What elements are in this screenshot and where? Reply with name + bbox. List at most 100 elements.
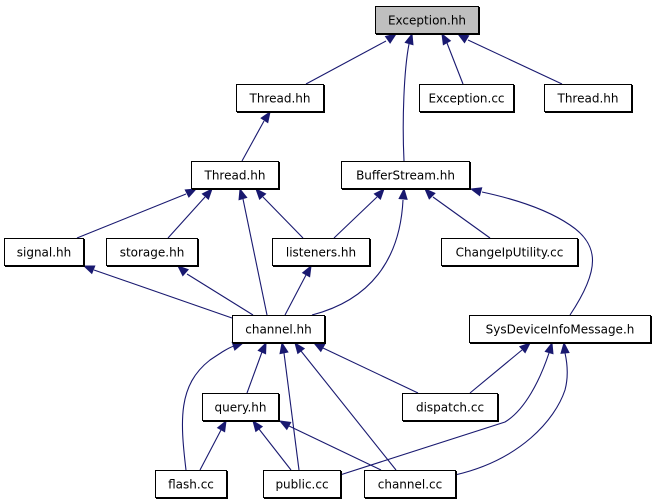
arrowhead-icon xyxy=(373,187,385,201)
arrowhead-icon xyxy=(456,33,470,44)
arrowhead-icon xyxy=(294,341,306,355)
arrowhead-icon xyxy=(176,265,189,277)
edge-dispatch-cc-to-channel-hh xyxy=(312,342,419,394)
node-box[interactable] xyxy=(419,84,514,112)
edge-storage-hh-to-thread-hh-c xyxy=(167,187,213,239)
node-query-hh[interactable]: query.hh xyxy=(202,393,280,422)
node-label: listeners.hh xyxy=(286,246,356,260)
node-box[interactable] xyxy=(202,393,279,421)
node-channel-hh[interactable]: channel.hh xyxy=(232,315,326,344)
node-thread-hh-c[interactable]: Thread.hh xyxy=(191,161,280,190)
arrowhead-icon xyxy=(469,187,483,197)
edge-channel-cc-to-query-hh xyxy=(278,420,382,471)
node-box[interactable] xyxy=(191,161,279,189)
node-label: signal.hh xyxy=(17,246,72,260)
node-signal-hh[interactable]: signal.hh xyxy=(4,238,85,267)
arrowhead-icon xyxy=(312,342,326,353)
edge-line xyxy=(284,274,307,316)
node-public-cc[interactable]: public.cc xyxy=(263,470,342,499)
node-thread-hh-b[interactable]: Thread.hh xyxy=(544,84,633,113)
arrowhead-icon xyxy=(201,187,213,201)
arrowhead-icon xyxy=(82,265,96,275)
edge-line xyxy=(199,429,222,471)
node-box[interactable] xyxy=(272,238,370,266)
node-box[interactable] xyxy=(364,470,456,498)
edge-line xyxy=(262,196,304,239)
edge-exception-cc-to-exception-hh xyxy=(441,32,464,85)
edge-line xyxy=(283,352,300,471)
arrowhead-icon xyxy=(424,188,436,200)
edge-line xyxy=(469,349,523,394)
node-box[interactable] xyxy=(106,238,198,266)
node-label: flash.cc xyxy=(168,478,214,492)
node-label: public.cc xyxy=(275,478,328,492)
node-flash-cc[interactable]: flash.cc xyxy=(155,470,228,499)
node-label: Exception.cc xyxy=(428,92,504,106)
node-label: Thread.hh xyxy=(557,92,619,106)
edge-thread-hh-b-to-exception-hh xyxy=(456,33,563,85)
node-changeiputility-cc[interactable]: ChangeIpUtility.cc xyxy=(441,238,579,267)
arrowhead-icon xyxy=(404,32,414,46)
edge-listeners-hh-to-thread-hh-c xyxy=(255,187,304,239)
node-channel-cc[interactable]: channel.cc xyxy=(364,470,457,499)
arrowhead-icon xyxy=(257,341,267,355)
arrowhead-icon xyxy=(279,341,289,355)
edge-line xyxy=(481,191,593,316)
edge-thread-hh-a-to-exception-hh xyxy=(305,33,398,85)
node-sysdeviceinfomessage-h[interactable]: SysDeviceInfoMessage.h xyxy=(469,315,652,344)
edge-channel-hh-to-signal-hh xyxy=(82,265,233,319)
node-label: Thread.hh xyxy=(249,92,311,106)
edge-public-cc-to-channel-hh xyxy=(279,341,300,471)
arrowhead-icon xyxy=(278,420,292,431)
edge-line xyxy=(93,269,233,319)
edge-line xyxy=(76,193,187,239)
node-label: channel.hh xyxy=(245,323,312,337)
edge-line xyxy=(167,196,206,239)
edge-channel-cc-to-channel-hh xyxy=(294,341,397,471)
arrowhead-icon xyxy=(184,188,198,198)
edge-dispatch-cc-to-sysdeviceinfomessage-h xyxy=(469,342,532,394)
edge-line xyxy=(432,196,491,239)
edge-line xyxy=(288,425,382,471)
node-box[interactable] xyxy=(232,315,325,343)
arrowhead-icon xyxy=(260,110,271,124)
edge-channel-hh-to-bufferstream-hh xyxy=(311,187,408,316)
node-box[interactable] xyxy=(236,84,324,112)
edge-line xyxy=(454,352,568,476)
edge-line xyxy=(242,198,268,316)
edge-line xyxy=(241,120,265,162)
edge-line xyxy=(181,345,235,471)
node-storage-hh[interactable]: storage.hh xyxy=(106,238,199,267)
node-box[interactable] xyxy=(263,470,341,498)
node-label: channel.cc xyxy=(378,478,443,492)
arrowhead-icon xyxy=(544,341,554,355)
node-box[interactable] xyxy=(341,161,470,189)
node-exception-cc[interactable]: Exception.cc xyxy=(419,84,515,113)
edges-layer xyxy=(76,32,593,476)
edge-line xyxy=(258,428,292,471)
node-box[interactable] xyxy=(375,6,479,34)
edge-bufferstream-hh-to-exception-hh xyxy=(402,32,414,162)
node-bufferstream-hh[interactable]: BufferStream.hh xyxy=(341,161,471,190)
node-label: dispatch.cc xyxy=(416,401,484,415)
node-box[interactable] xyxy=(544,84,632,112)
node-label: Exception.hh xyxy=(388,14,466,28)
node-listeners-hh[interactable]: listeners.hh xyxy=(272,238,371,267)
node-thread-hh-a[interactable]: Thread.hh xyxy=(236,84,325,113)
node-exception-hh[interactable]: Exception.hh xyxy=(375,6,480,35)
edge-listeners-hh-to-bufferstream-hh xyxy=(333,187,385,239)
node-box[interactable] xyxy=(402,393,498,421)
node-box[interactable] xyxy=(469,315,651,343)
node-box[interactable] xyxy=(155,470,227,498)
edge-line xyxy=(333,196,378,239)
node-label: BufferStream.hh xyxy=(356,169,455,183)
edge-line xyxy=(322,347,419,394)
arrowhead-icon xyxy=(216,419,227,433)
edge-line xyxy=(339,352,550,476)
node-dispatch-cc[interactable]: dispatch.cc xyxy=(402,393,499,422)
node-label: SysDeviceInfoMessage.h xyxy=(486,323,635,337)
edge-line xyxy=(311,199,404,316)
node-box[interactable] xyxy=(441,238,578,266)
node-box[interactable] xyxy=(4,238,84,266)
